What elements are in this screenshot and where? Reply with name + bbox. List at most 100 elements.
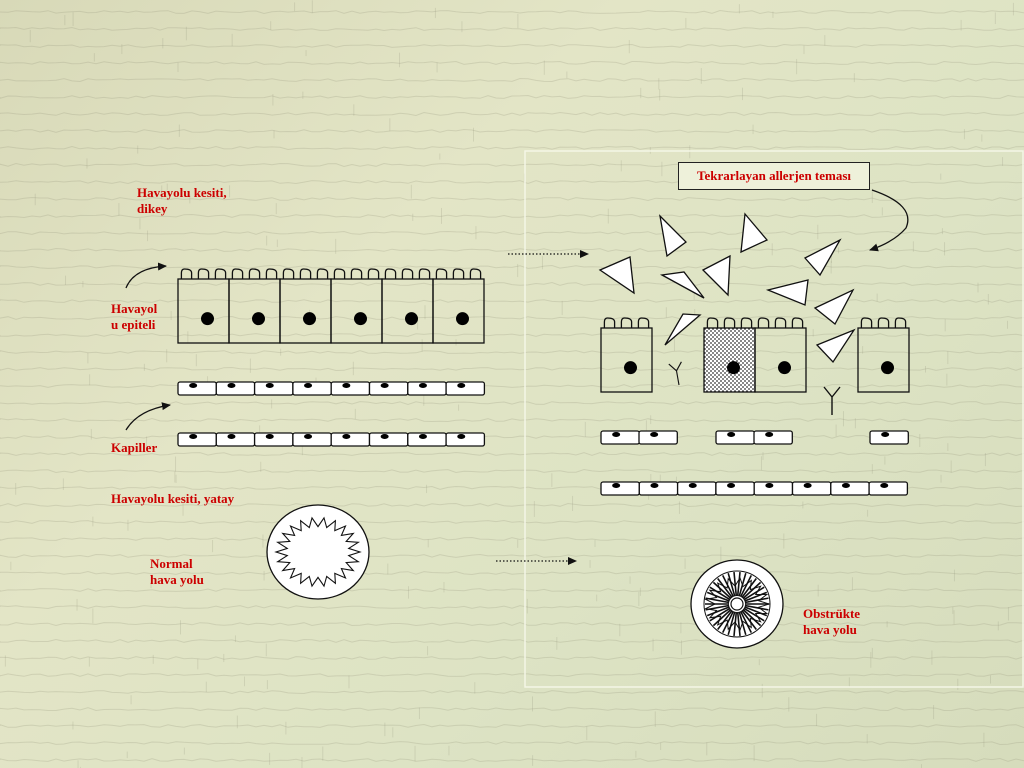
airway-lumen-folds (274, 516, 362, 588)
allergen-triangle-icon (813, 288, 855, 325)
nucleus-dot-icon (727, 483, 736, 488)
capillary-cell (676, 481, 717, 496)
label-normal-airway: Normal hava yolu (150, 556, 204, 587)
nucleus-dot-icon (612, 483, 621, 488)
nucleus-dot-icon (457, 383, 466, 388)
texture-line (0, 519, 1024, 525)
capillary-row-right (830, 481, 870, 496)
texture-line (0, 145, 1024, 151)
epithelial-cell (228, 268, 281, 344)
capillary-row-1 (330, 381, 371, 396)
capillary-cell (177, 432, 217, 447)
capillary-cell (715, 430, 755, 445)
nucleus-dot-icon (765, 483, 774, 488)
cell-villi (282, 268, 329, 279)
texture-line (0, 43, 1024, 49)
normal-airway-section (266, 504, 370, 600)
nucleus-dot-icon (405, 312, 418, 326)
nucleus-dot-icon (727, 432, 736, 437)
nucleus-dot-icon (342, 434, 351, 439)
allergen-triangle-icon (803, 238, 842, 277)
nucleus-dot-icon (881, 432, 890, 437)
texture-line (0, 655, 1024, 661)
cell-villi (333, 268, 380, 279)
capillary-cell (830, 481, 870, 496)
nucleus-dot-icon (727, 361, 740, 375)
capillary-cell (791, 481, 832, 496)
nucleus-dot-icon (354, 312, 367, 326)
epithelial-cell (279, 268, 332, 344)
capillary-row-1 (215, 381, 256, 396)
nucleus-dot-icon (650, 432, 659, 437)
texture-line (0, 196, 1024, 202)
antibody-y-icon (668, 361, 682, 386)
cell-villi (706, 317, 753, 328)
nucleus-dot-icon (303, 312, 316, 326)
texture-line (0, 366, 1024, 372)
capillary-cell (407, 381, 447, 396)
label-capillary: Kapiller (111, 440, 158, 455)
texture-line (0, 621, 1024, 627)
cell-wall (228, 278, 281, 344)
texture-line (0, 299, 1024, 303)
capillary-row-2 (292, 432, 332, 447)
capillary-cell (753, 430, 793, 445)
texture-line (0, 451, 1024, 457)
right-panel-border (524, 150, 1024, 688)
allergen-triangle-icon (664, 313, 702, 346)
nucleus-dot-icon (252, 312, 265, 326)
nucleus-dot-icon (342, 383, 351, 388)
label-horizontal-section: Havayolu kesiti, yatay (111, 491, 235, 506)
cell-villi (180, 268, 227, 279)
texture-line (0, 333, 1024, 338)
texture-line (0, 553, 1024, 559)
texture-line (0, 502, 1024, 508)
capillary-row-1 (407, 381, 447, 396)
texture-line (0, 230, 1024, 236)
nucleus-dot-icon (803, 483, 812, 488)
capillary-cell (177, 381, 217, 396)
capillary-row-2 (253, 432, 294, 447)
capillary-row-right (715, 481, 755, 496)
capillary-cell (600, 430, 640, 445)
texture-line (0, 570, 1024, 576)
allergen-triangle-icon (598, 256, 635, 295)
arrow-allergen (869, 189, 909, 252)
nucleus-dot-icon (304, 383, 313, 388)
degranulating-cell (703, 317, 756, 393)
capillary-cell-partial (600, 430, 640, 445)
nucleus-dot-icon (650, 483, 659, 488)
cell-wall (330, 278, 383, 344)
epithelial-cell (381, 268, 434, 344)
capillary-cell (753, 481, 794, 496)
texture-line (0, 605, 1024, 610)
texture-line (0, 213, 1024, 219)
capillary-cell (292, 432, 332, 447)
nucleus-dot-icon (227, 383, 236, 388)
texture-line (0, 468, 1024, 474)
capillary-cell (368, 381, 409, 396)
cell-wall (600, 327, 653, 393)
capillary-cell-partial (753, 430, 793, 445)
capillary-cell (407, 432, 447, 447)
texture-line (0, 690, 1024, 695)
antibody-y-icon (668, 361, 682, 386)
texture-line (0, 281, 1024, 286)
capillary-cell (215, 432, 256, 447)
cell-villi (384, 268, 431, 279)
cell-villi (435, 268, 482, 279)
nucleus-dot-icon (189, 434, 198, 439)
nucleus-dot-icon (881, 361, 894, 375)
nucleus-dot-icon (227, 434, 236, 439)
capillary-row-right (753, 481, 794, 496)
texture-line (0, 26, 1024, 32)
texture-line (0, 349, 1024, 354)
capillary-cell (445, 432, 486, 447)
label-airway-epithelium: Havayol u epiteli (111, 301, 158, 332)
texture-line (0, 77, 1024, 83)
capillary-cell-partial (869, 430, 909, 445)
texture-line (0, 757, 1024, 763)
capillary-cell (638, 430, 678, 445)
texture-line (0, 417, 1024, 423)
